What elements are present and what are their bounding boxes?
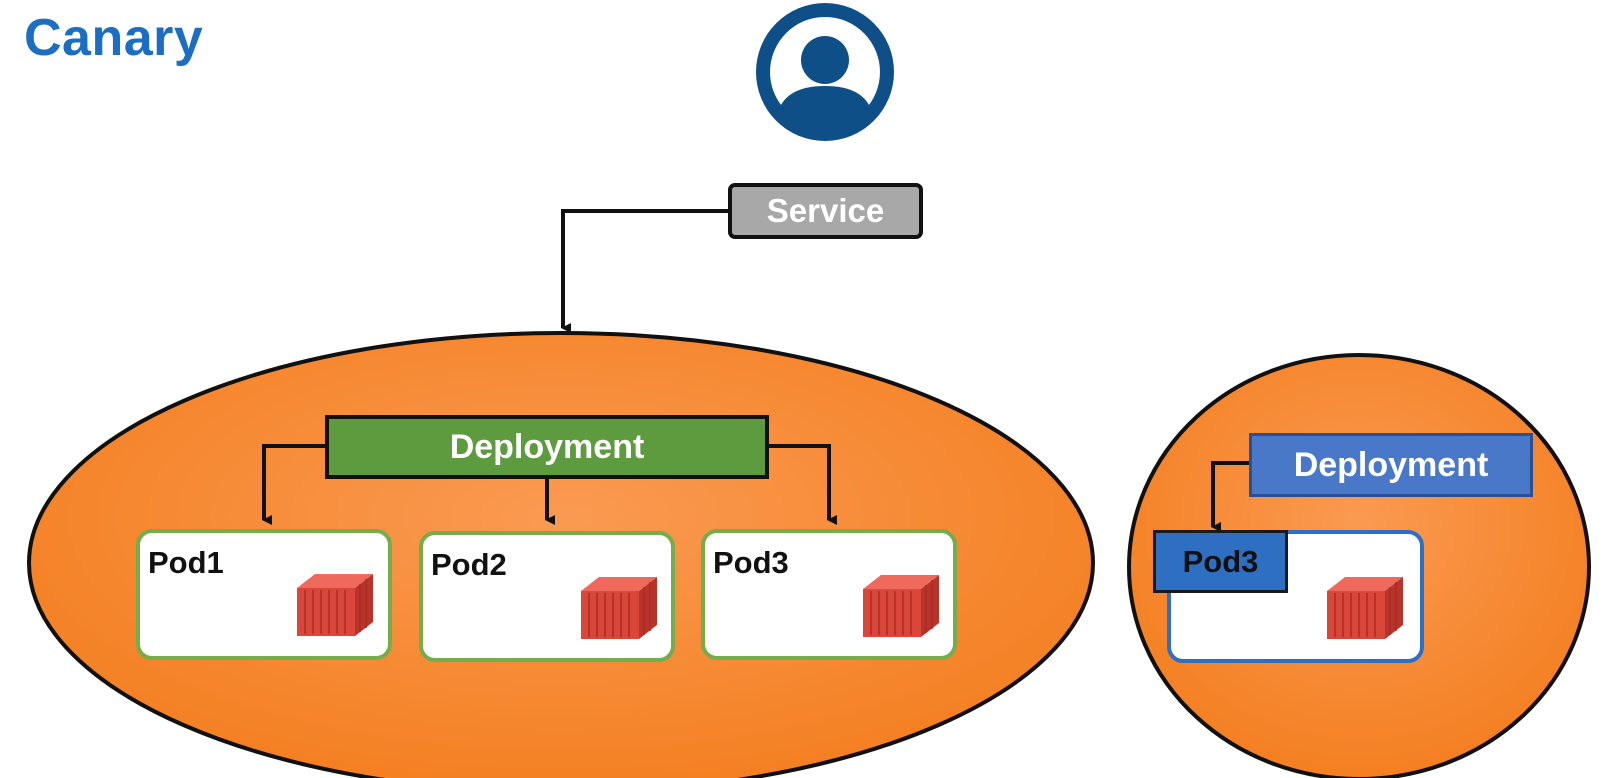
pod-label: Pod3 [713, 545, 789, 580]
shipping-container-icon [581, 577, 657, 639]
deployment-to-pod3-arrow [769, 444, 837, 525]
shipping-container-icon [297, 574, 373, 636]
pod-label: Pod2 [431, 547, 507, 582]
pod-card-1: Pod1 [136, 529, 392, 660]
deployment-to-pod1-arrow [262, 444, 325, 525]
user-avatar-icon [756, 3, 894, 141]
service-connector-arrow [561, 209, 728, 333]
canary-pod-label: Pod3 [1153, 530, 1288, 593]
pod-label: Pod1 [148, 545, 224, 580]
canary-deployment-to-pod-arrow [1211, 461, 1249, 532]
service-box: Service [728, 183, 923, 239]
shipping-container-icon [863, 575, 939, 637]
canary-deployment-bar: Deployment [1249, 433, 1533, 497]
shipping-container-icon [1327, 577, 1403, 639]
main-deployment-bar: Deployment [325, 415, 769, 479]
slide-title: Canary [24, 9, 204, 67]
